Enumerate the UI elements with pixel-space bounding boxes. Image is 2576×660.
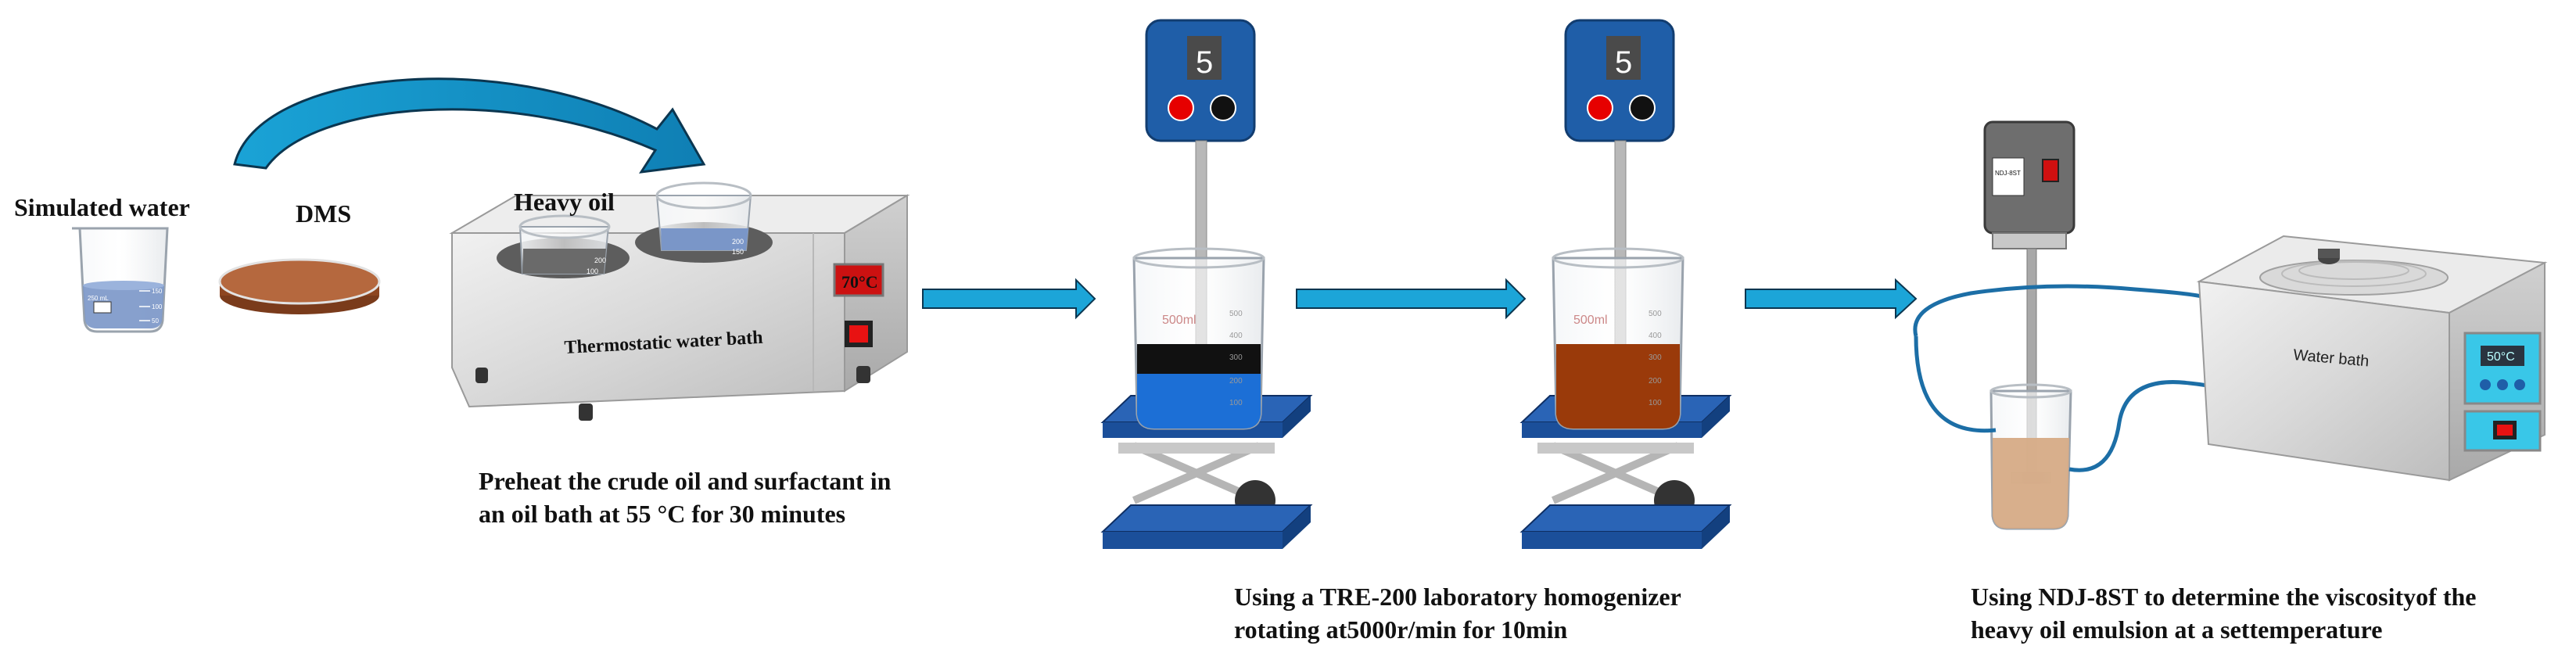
svg-text:500: 500 bbox=[1649, 310, 1662, 318]
heavy-oil-label: Heavy oil bbox=[514, 188, 615, 216]
homogenizer-1: 5 500ml 500 bbox=[1100, 19, 1313, 549]
svg-text:400: 400 bbox=[1229, 332, 1243, 340]
simulated-water-beaker: 250 mL 150 100 50 bbox=[72, 227, 169, 333]
curved-arrow bbox=[233, 77, 706, 174]
svg-text:100: 100 bbox=[587, 267, 598, 275]
tubing-left-loop bbox=[1914, 335, 1997, 433]
svg-text:200: 200 bbox=[594, 256, 606, 264]
svg-text:100: 100 bbox=[152, 303, 163, 310]
dms-dish bbox=[218, 258, 381, 314]
svg-text:150: 150 bbox=[732, 248, 744, 256]
small-beaker-volume: 250 mL bbox=[88, 295, 109, 302]
thermostatic-water-bath: 200 100 200 150 70°C bbox=[449, 181, 910, 421]
small-beaker-ticks: 150 100 50 bbox=[139, 288, 163, 325]
svg-text:400: 400 bbox=[1649, 332, 1662, 340]
arrow-step2-to-step3 bbox=[1296, 278, 1527, 320]
simulated-water-label: Simulated water bbox=[14, 193, 190, 221]
svg-text:500: 500 bbox=[1229, 310, 1243, 318]
bath-temp-value: 70°C bbox=[841, 272, 878, 292]
heavy-oil-beaker: 200 100 bbox=[518, 214, 611, 275]
step2-caption-line2: rotating at5000r/min for 10min bbox=[1234, 615, 1568, 644]
homogenizer-2: 5 500ml 500 400 300 bbox=[1519, 19, 1732, 549]
ndj-device-label: NDJ-8ST bbox=[1995, 170, 2021, 177]
step2-caption-line1: Using a TRE-200 laboratory homogenizer bbox=[1234, 583, 1681, 611]
oil-emulsion-beaker-1: 500ml 500 400 300 200 100 bbox=[1132, 247, 1265, 430]
large-beaker-volume-1: 500ml bbox=[1162, 314, 1197, 327]
dms-label: DMS bbox=[296, 199, 351, 228]
step3-caption-line2: heavy oil emulsion at a settemperature bbox=[1971, 615, 2382, 644]
arrow-step1-to-step2 bbox=[922, 278, 1096, 320]
bath-water-beaker: 200 150 bbox=[655, 181, 752, 256]
ndj-viscometer: NDJ-8ST bbox=[1983, 120, 2076, 530]
homogenizer-1-speed: 5 bbox=[1196, 45, 1213, 80]
water-bath: 50°C bbox=[2196, 235, 2548, 482]
step1-caption-line2: an oil bath at 55 °C for 30 minutes bbox=[479, 500, 845, 528]
svg-text:100: 100 bbox=[1229, 399, 1243, 407]
large-beaker-ticks-2: 500 400 300 200 100 bbox=[1649, 310, 1662, 407]
svg-text:300: 300 bbox=[1649, 353, 1662, 362]
large-beaker-ticks-1: 500 400 300 200 100 bbox=[1229, 310, 1243, 407]
bath-temp-display bbox=[833, 263, 884, 297]
water-bath-temp: 50°C bbox=[2487, 350, 2515, 364]
svg-text:200: 200 bbox=[1229, 377, 1243, 386]
svg-text:200: 200 bbox=[1649, 377, 1662, 386]
step1-caption-line1: Preheat the crude oil and surfactant in bbox=[479, 467, 892, 495]
svg-text:150: 150 bbox=[152, 288, 163, 295]
svg-text:300: 300 bbox=[1229, 353, 1243, 362]
svg-text:200: 200 bbox=[732, 238, 744, 246]
step3-caption-line1: Using NDJ-8ST to determine the viscosity… bbox=[1971, 583, 2476, 611]
svg-text:50: 50 bbox=[152, 317, 159, 325]
homogenizer-2-speed: 5 bbox=[1615, 45, 1632, 80]
svg-text:100: 100 bbox=[1649, 399, 1662, 407]
tubing-left bbox=[1913, 284, 2206, 337]
oil-emulsion-beaker-2: 500ml 500 400 300 200 100 bbox=[1552, 247, 1684, 430]
large-beaker-volume-2: 500ml bbox=[1573, 314, 1608, 327]
arrow-step3-to-step4 bbox=[1745, 278, 1918, 320]
